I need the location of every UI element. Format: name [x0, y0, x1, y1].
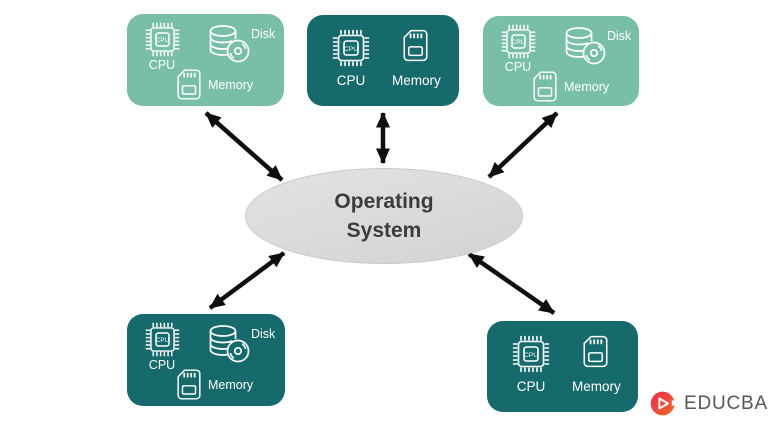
node-top-right: CPU Disk Memory	[483, 16, 639, 106]
disk-label: Disk	[251, 27, 276, 41]
memory-icon	[402, 27, 429, 64]
educba-logo-icon	[650, 391, 679, 416]
cpu-group: CPU	[496, 23, 540, 74]
memory-icon	[176, 368, 202, 401]
cpu-icon	[511, 334, 551, 374]
cpu-icon	[500, 23, 537, 60]
node-top-left: CPU Disk Memory	[127, 14, 284, 106]
cpu-label: CPU	[336, 73, 366, 88]
educba-logo: EDUCBA	[648, 387, 768, 420]
disk-group: Disk	[562, 25, 631, 67]
disk-label: Disk	[251, 327, 276, 341]
cpu-group: CPU	[330, 28, 372, 88]
educba-logo-text: EDUCBA	[684, 392, 768, 414]
cpu-label: CPU	[504, 60, 532, 74]
cpu-group: CPU	[140, 321, 184, 372]
memory-group: Memory	[176, 68, 253, 101]
cpu-group: CPU	[510, 334, 552, 394]
cpu-icon	[144, 321, 181, 358]
memory-label: Memory	[208, 378, 254, 392]
disk-label: Disk	[607, 29, 632, 43]
operating-system-ellipse: Operating System	[245, 168, 523, 264]
memory-group: Memory	[572, 333, 621, 394]
disk-group: Disk	[206, 23, 275, 65]
node-bottom-right: CPU Memory	[487, 321, 638, 412]
memory-group: Memory	[532, 70, 609, 103]
memory-label: Memory	[572, 379, 621, 394]
memory-group: Memory	[176, 368, 253, 401]
cpu-label: CPU	[148, 358, 176, 372]
arrow-bottom-right	[467, 252, 556, 315]
disk-group: Disk	[206, 323, 275, 365]
cpu-label: CPU	[148, 58, 176, 72]
node-top-center: CPU Memory	[307, 15, 459, 106]
memory-icon	[532, 70, 558, 103]
cpu-icon	[144, 21, 181, 58]
disk-icon	[206, 23, 252, 65]
cpu-group: CPU	[140, 21, 184, 72]
memory-icon	[582, 333, 609, 370]
memory-label: Memory	[208, 78, 254, 92]
cpu-label: CPU	[516, 379, 546, 394]
disk-icon	[562, 25, 608, 67]
arrow-bottom-left	[208, 251, 286, 310]
memory-icon	[176, 68, 202, 101]
cpu-icon	[331, 28, 371, 68]
memory-label: Memory	[392, 73, 441, 88]
arrow-top-right	[487, 111, 559, 179]
disk-icon	[206, 323, 252, 365]
node-bottom-left: CPU Disk Memory	[127, 314, 285, 406]
arrow-top-left	[204, 111, 284, 182]
memory-group: Memory	[392, 27, 441, 88]
os-label-line2: System	[346, 219, 422, 242]
os-label-line1: Operating	[334, 190, 434, 213]
memory-label: Memory	[564, 80, 610, 94]
